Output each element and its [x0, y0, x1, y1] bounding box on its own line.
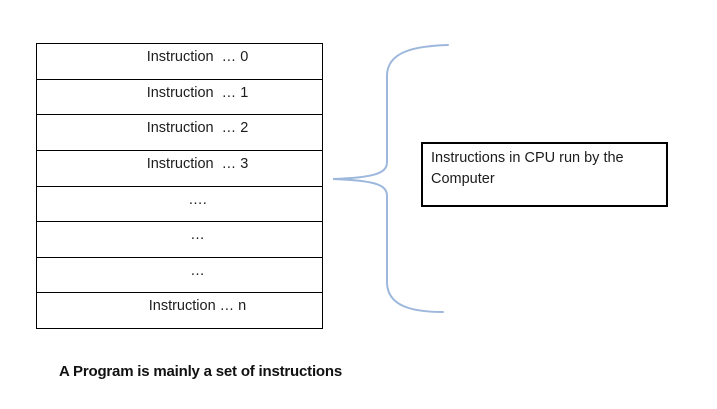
curly-brace-path [332, 44, 449, 313]
stack-row-instruction-3: Instruction … 3 [37, 151, 322, 187]
instruction-stack: Instruction … 0 Instruction … 1 Instruct… [36, 43, 323, 329]
diagram-caption: A Program is mainly a set of instruction… [59, 363, 342, 380]
curly-brace-icon [330, 42, 452, 318]
stack-row-instruction-1: Instruction … 1 [37, 80, 322, 116]
stack-row-ellipsis-3: … [37, 258, 322, 294]
stack-row-ellipsis-1: …. [37, 187, 322, 223]
stack-row-instruction-0: Instruction … 0 [37, 44, 322, 80]
callout-text: Instructions in CPU run by the Computer [431, 150, 624, 187]
stack-row-ellipsis-2: … [37, 222, 322, 258]
stack-row-instruction-2: Instruction … 2 [37, 115, 322, 151]
callout-box: Instructions in CPU run by the Computer [421, 142, 668, 207]
stack-row-instruction-n: Instruction … n [148, 298, 247, 315]
